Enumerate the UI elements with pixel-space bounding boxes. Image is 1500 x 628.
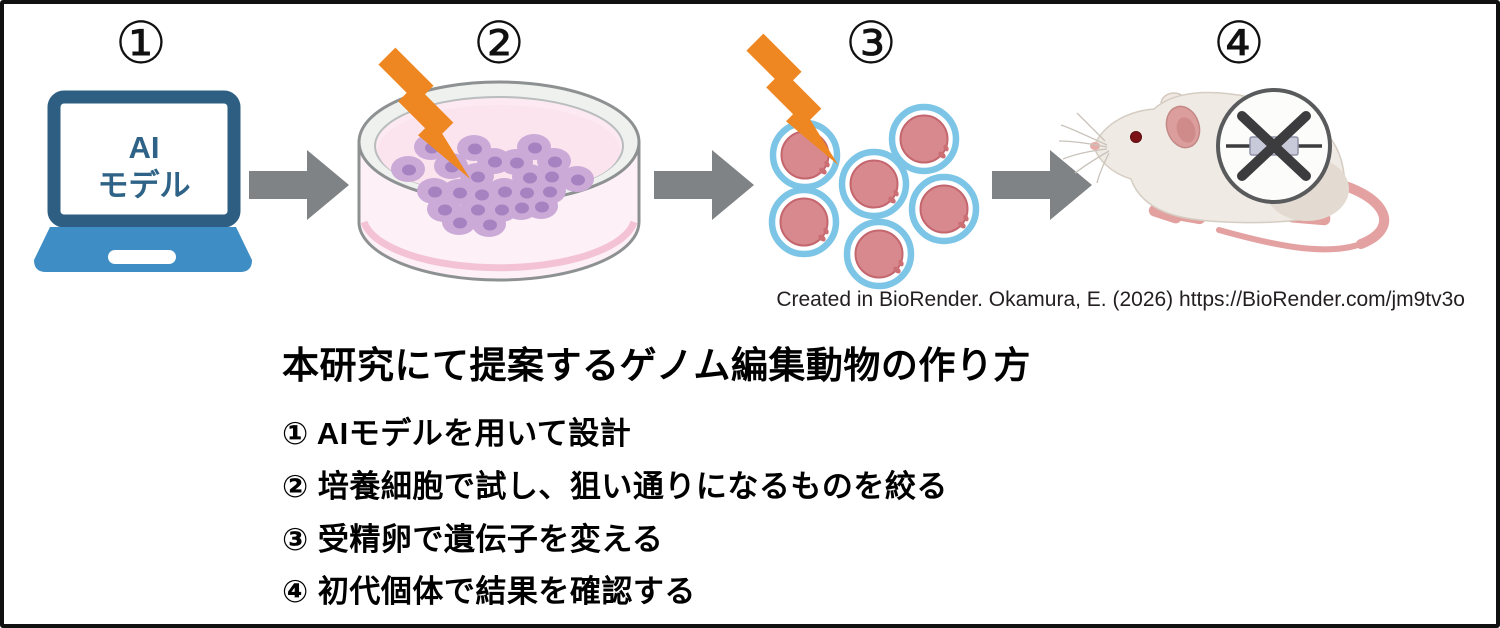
- arrow-icon: [249, 150, 349, 220]
- attribution-text: Created in BioRender. Okamura, E. (2026)…: [776, 288, 1465, 311]
- caption-item-4: ④ 初代個体で結果を確認する: [282, 574, 696, 610]
- laptop-label-line2: モデル: [98, 168, 191, 203]
- egg: [838, 148, 910, 220]
- mouse-tail-tip: [1216, 227, 1364, 253]
- caption-title: 本研究にて提案するゲノム編集動物の作り方: [282, 345, 1031, 386]
- laptop-screen: [47, 90, 241, 228]
- arrow-icon: [992, 150, 1092, 220]
- laptop-label-line1: AI: [129, 130, 160, 165]
- laptop-base: [34, 227, 252, 272]
- cultured-cells: [391, 134, 594, 237]
- step-number-4: ④: [1213, 9, 1265, 77]
- caption-item-2: ② 培養細胞で試し、狙い通りになるものを絞る: [282, 468, 948, 504]
- step-number-2: ②: [473, 9, 525, 77]
- mouse-ear-inner: [1176, 117, 1196, 143]
- egg: [888, 103, 960, 175]
- arrow-icon: [654, 150, 754, 220]
- lightning-bolt-icon: [378, 47, 471, 180]
- lightning-bolt-icon: [746, 33, 839, 166]
- laptop-trackpad: [108, 250, 176, 264]
- egg: [908, 173, 980, 245]
- step-number-1: ①: [115, 9, 167, 77]
- x-mark-icon: [1237, 111, 1311, 181]
- laptop-ai-model-icon: AI モデル: [34, 90, 252, 272]
- caption-items: ① AIモデルを用いて設計 ② 培養細胞で試し、狙い通りになるものを絞る ③ 受…: [282, 408, 1031, 619]
- step-number-3: ③: [845, 9, 897, 77]
- mouse-whiskers: [1059, 112, 1110, 184]
- egg: [843, 218, 915, 290]
- caption-item-3: ③ 受精卵で遺伝子を変える: [282, 521, 664, 557]
- caption-item-1: ① AIモデルを用いて設計: [282, 416, 632, 451]
- gene-knockout-icon: [1216, 88, 1332, 204]
- mouse-eye: [1130, 131, 1142, 143]
- dish-bottom-band: [360, 220, 638, 272]
- egg: [768, 186, 840, 258]
- caption-block: 本研究にて提案するゲノム編集動物の作り方 ① AIモデルを用いて設計 ② 培養細…: [282, 340, 1031, 619]
